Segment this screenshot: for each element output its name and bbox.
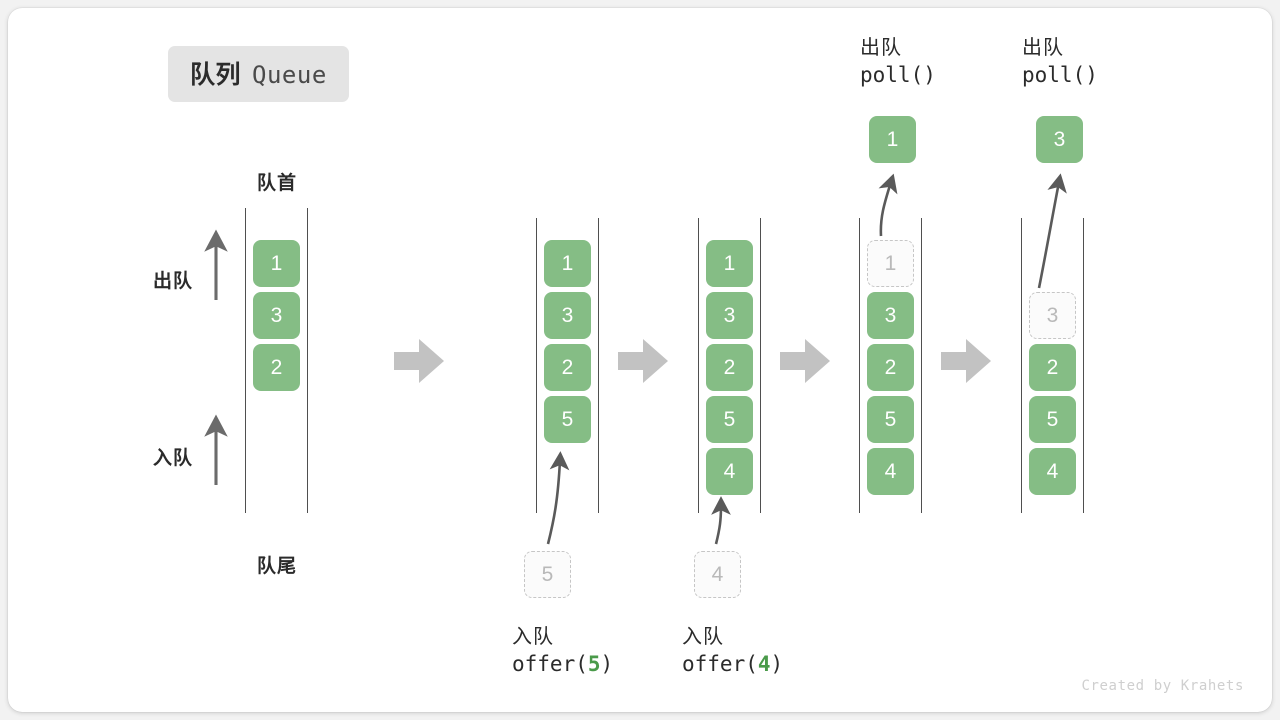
watermark-credit: Created by Krahets xyxy=(1081,678,1244,694)
offer-caption-1-value: 5 xyxy=(587,651,601,676)
cell-step-2-3: 5 xyxy=(544,396,591,443)
poll-caption-2-code: poll() xyxy=(1022,62,1098,87)
offer-caption-2-code: offer(4) xyxy=(682,651,784,676)
cell-step-4-1: 3 xyxy=(867,292,914,339)
step-arrow-2 xyxy=(618,339,668,383)
poll-caption-1-code: poll() xyxy=(860,62,936,87)
offer-caption-1-code: offer(5) xyxy=(512,651,614,676)
rail-right-step-5 xyxy=(1083,218,1084,513)
title-cn: 队列 xyxy=(190,61,242,89)
rail-right-step-1 xyxy=(307,208,308,513)
poll-caption-2-cn: 出队 xyxy=(1022,37,1064,59)
rail-left-step-1 xyxy=(245,208,246,513)
cell-step-4-2: 2 xyxy=(867,344,914,391)
offer-caption-2-value: 4 xyxy=(757,651,771,676)
cell-step-4-0: 1 xyxy=(867,240,914,287)
rail-right-step-2 xyxy=(598,218,599,513)
cell-step-1-0: 1 xyxy=(253,240,300,287)
dequeue-side-label: 出队 xyxy=(153,271,194,292)
rail-left-step-3 xyxy=(698,218,699,513)
cell-step-5-1: 2 xyxy=(1029,344,1076,391)
polled-cell-1: 1 xyxy=(869,116,916,163)
step-arrow-1 xyxy=(394,339,444,383)
diagram-card: 队列 Queue 队首 队尾 出队 入队 出队 poll() 出队 poll()… xyxy=(8,8,1272,712)
rail-left-step-4 xyxy=(859,218,860,513)
rail-right-step-3 xyxy=(760,218,761,513)
incoming-cell-1: 5 xyxy=(524,551,571,598)
title-badge: 队列 Queue xyxy=(168,46,349,102)
title-en: Queue xyxy=(252,61,327,89)
cell-step-1-2: 2 xyxy=(253,344,300,391)
cell-step-3-3: 5 xyxy=(706,396,753,443)
queue-front-label: 队首 xyxy=(256,173,297,194)
cell-step-3-0: 1 xyxy=(706,240,753,287)
cell-step-5-2: 5 xyxy=(1029,396,1076,443)
enqueue-side-label: 入队 xyxy=(153,448,194,469)
poll-arrow-2 xyxy=(1037,173,1067,289)
cell-step-4-4: 4 xyxy=(867,448,914,495)
rail-left-step-5 xyxy=(1021,218,1022,513)
poll-caption-1: 出队 poll() xyxy=(860,35,936,90)
offer-caption-1-cn: 入队 xyxy=(512,626,554,648)
cell-step-5-3: 4 xyxy=(1029,448,1076,495)
cell-step-5-0: 3 xyxy=(1029,292,1076,339)
cell-step-3-1: 3 xyxy=(706,292,753,339)
cell-step-1-1: 3 xyxy=(253,292,300,339)
poll-caption-2: 出队 poll() xyxy=(1022,35,1098,90)
step-arrow-4 xyxy=(941,339,991,383)
cell-step-2-2: 2 xyxy=(544,344,591,391)
cell-step-3-4: 4 xyxy=(706,448,753,495)
cell-step-2-1: 3 xyxy=(544,292,591,339)
cell-step-2-0: 1 xyxy=(544,240,591,287)
offer-caption-2-cn: 入队 xyxy=(682,626,724,648)
offer-arrow-2 xyxy=(711,496,731,545)
rail-right-step-4 xyxy=(921,218,922,513)
cell-step-4-3: 5 xyxy=(867,396,914,443)
offer-arrow-1 xyxy=(546,451,570,545)
cell-step-3-2: 2 xyxy=(706,344,753,391)
poll-arrow-1 xyxy=(878,173,898,237)
offer-caption-2: 入队 offer(4) xyxy=(682,624,783,679)
incoming-cell-2: 4 xyxy=(694,551,741,598)
step-arrow-3 xyxy=(780,339,830,383)
rail-left-step-2 xyxy=(536,218,537,513)
polled-cell-2: 3 xyxy=(1036,116,1083,163)
poll-caption-1-cn: 出队 xyxy=(860,37,902,59)
queue-rear-label: 队尾 xyxy=(256,556,297,577)
offer-caption-1: 入队 offer(5) xyxy=(512,624,613,679)
